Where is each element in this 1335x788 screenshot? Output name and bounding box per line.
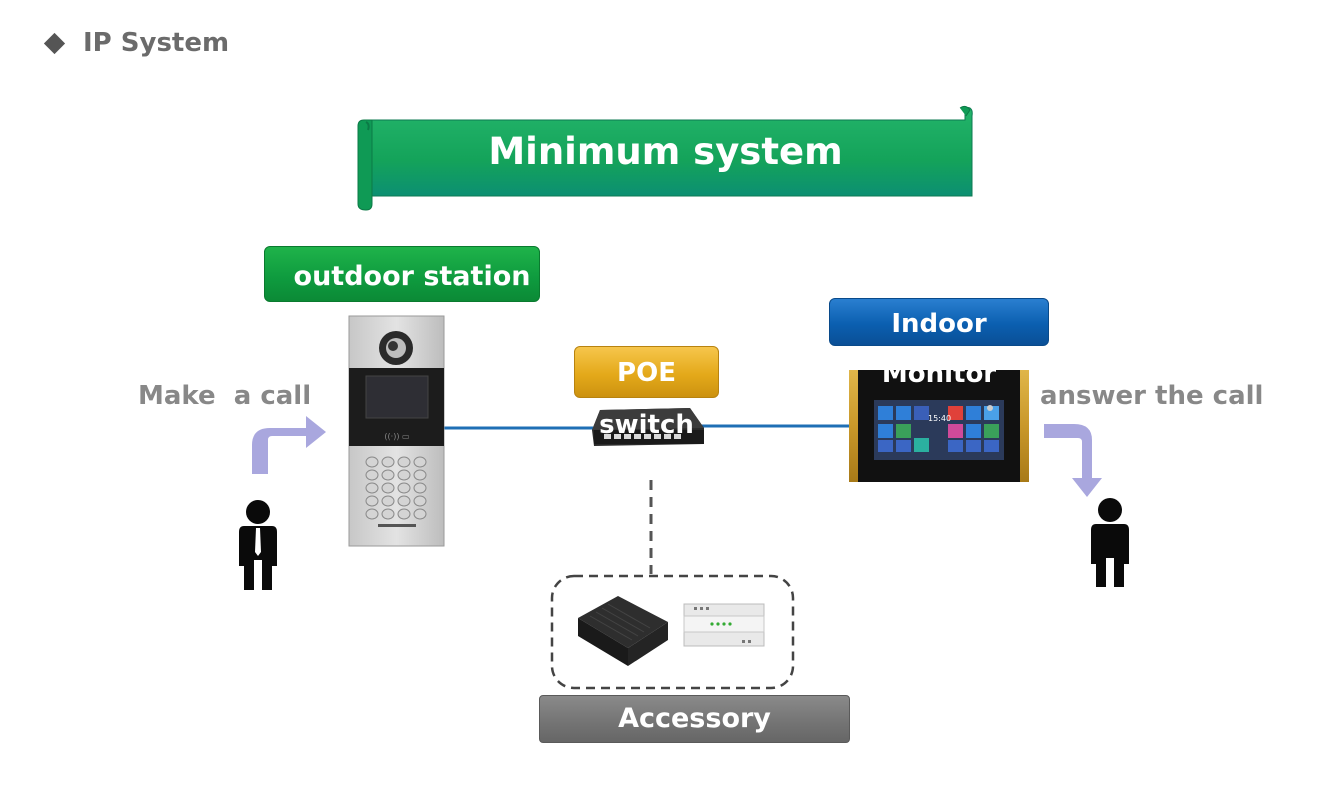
monitor-app-tile (984, 424, 999, 438)
monitor-app-tile (914, 406, 929, 420)
keypad-button (381, 482, 395, 494)
monitor-app-tile (878, 440, 893, 452)
keypad-button (413, 482, 427, 494)
keypad-button (365, 508, 379, 520)
person-icon (239, 500, 277, 590)
keypad-button (397, 482, 411, 494)
monitor-time: 15:40 (928, 414, 951, 423)
monitor-app-tile (948, 406, 963, 420)
page-title: IP System (83, 28, 230, 58)
keypad-button (381, 508, 395, 520)
keypad-button (397, 508, 411, 520)
keypad (365, 456, 427, 520)
monitor-app-tile (984, 440, 999, 452)
network-switch-icon (592, 408, 704, 446)
banner-title: Minimum system composition (488, 130, 843, 237)
keypad-button (381, 469, 395, 481)
monitor-app-tile (966, 406, 981, 420)
monitor-app-tile (896, 440, 911, 452)
monitor-app-tile (966, 424, 981, 438)
keypad-button (397, 469, 411, 481)
poe-switch-label: POE switch (574, 346, 719, 440)
monitor-app-tile (896, 406, 911, 420)
monitor-app-tile (948, 440, 963, 452)
keypad-button (365, 482, 379, 494)
keypad-button (413, 469, 427, 481)
keypad-button (381, 495, 395, 507)
indoor-monitor-label: Indoor Monitor (829, 298, 1049, 389)
keypad-button (413, 508, 427, 520)
make-call-text: Make a call (138, 381, 312, 411)
banner-scroll (357, 105, 973, 211)
keypad-button (381, 456, 395, 468)
keypad-button (397, 456, 411, 468)
monitor-app-tile (878, 424, 893, 438)
keypad-button (413, 456, 427, 468)
keypad-button (397, 495, 411, 507)
outdoor-station-device: ((·)) ▭ (348, 315, 445, 547)
answer-call-text: answer the call (1040, 381, 1264, 411)
curved-arrow-icon (1044, 424, 1102, 497)
keypad-button (365, 469, 379, 481)
keypad-button (365, 456, 379, 468)
indoor-monitor-device: 15:40 (849, 370, 1029, 482)
din-rail-power-icon (683, 603, 765, 647)
monitor-app-tile (948, 424, 963, 438)
keypad-button (365, 495, 379, 507)
monitor-app-tile (878, 406, 893, 420)
diagram-canvas: ((·)) ▭ 15:40 (239, 105, 1129, 690)
monitor-app-tile (914, 438, 929, 452)
person-icon (1091, 498, 1129, 587)
keypad-button (413, 495, 427, 507)
curved-arrow-icon (252, 416, 326, 474)
svg-text:((·)) ▭: ((·)) ▭ (384, 432, 409, 441)
accessory-group-frame (550, 574, 795, 690)
monitor-app-tiles (878, 406, 999, 452)
monitor-app-tile (966, 440, 981, 452)
monitor-app-tile (896, 424, 911, 438)
mini-pc-icon (578, 596, 668, 666)
accessory-equipment-label: Accessory equipment (539, 695, 850, 780)
outdoor-station-label: outdoor station (264, 246, 540, 302)
